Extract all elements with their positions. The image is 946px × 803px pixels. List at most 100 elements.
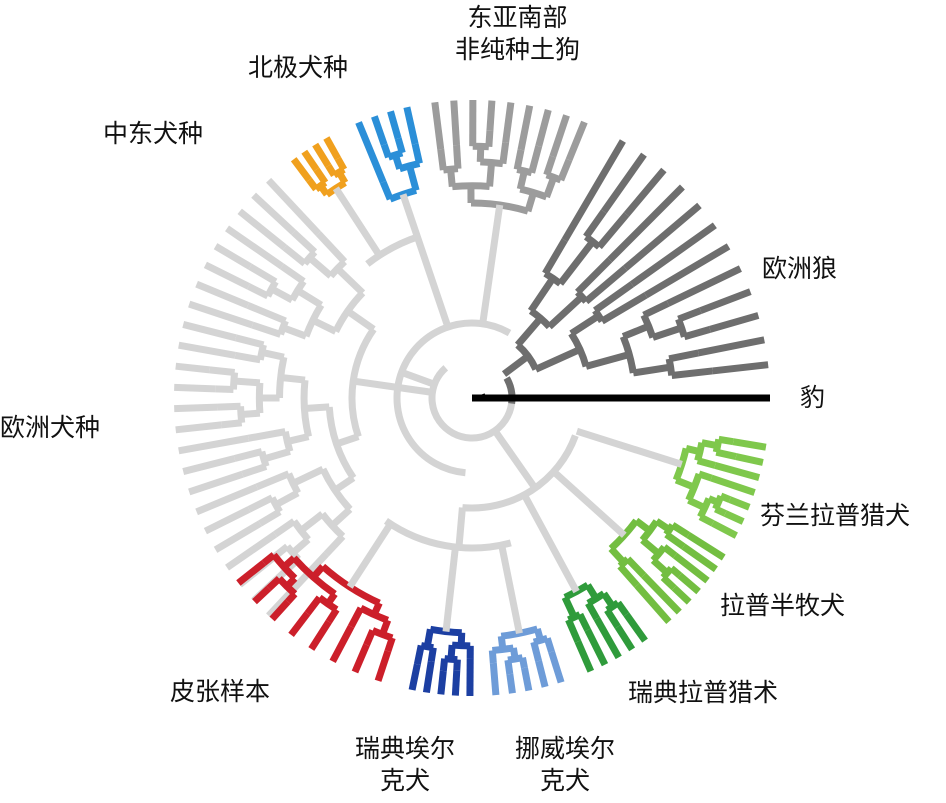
leaf-branch (450, 100, 461, 146)
leaf-branch (323, 136, 341, 161)
branch (634, 517, 652, 534)
backbone-branch (492, 428, 538, 491)
branch (534, 346, 582, 373)
clade-stem-wolf (501, 353, 531, 377)
leaf-branch (175, 421, 222, 434)
leaf-branch (723, 510, 745, 525)
branch (546, 294, 585, 330)
label-norwegian-elk-line1: 挪威埃尔 (515, 734, 616, 763)
branch (380, 143, 392, 159)
branch (273, 518, 297, 538)
branch (247, 283, 270, 300)
leaf-branch (437, 670, 447, 695)
branch (304, 595, 323, 616)
label-lapp-herder: 拉普半牧犬 (720, 591, 846, 620)
branch (274, 489, 300, 508)
leaf-branch (728, 496, 751, 511)
branch (457, 632, 466, 646)
branch (596, 212, 630, 250)
branch (714, 505, 727, 517)
clade-arc (420, 642, 434, 652)
backbone-branch (400, 369, 436, 388)
clade-arc (694, 441, 706, 462)
clade-arc (325, 406, 357, 480)
leaf-branch (371, 115, 388, 146)
branch (486, 162, 496, 187)
branch (497, 635, 507, 650)
branch (298, 511, 325, 534)
leaf-branch (711, 520, 738, 539)
branch (642, 300, 670, 319)
branch (333, 474, 356, 494)
leaf-branch (188, 470, 244, 496)
clade-arc (277, 319, 289, 336)
clade-arc (451, 182, 490, 191)
branch (233, 377, 261, 387)
branch (542, 238, 568, 276)
branch (662, 544, 678, 559)
backbone-branch (455, 507, 466, 548)
leaf-branch (623, 167, 667, 217)
clade-arc (328, 259, 348, 279)
leaf-branch (308, 619, 332, 651)
leaf-branch (182, 455, 236, 475)
clade-arc (480, 158, 504, 168)
leaf-branch (686, 532, 726, 561)
leaf-branch (387, 110, 402, 140)
branch (617, 563, 640, 588)
clade-arc (528, 307, 552, 330)
leaf-branch (574, 640, 595, 673)
clade-arc (685, 472, 703, 502)
label-norwegian-elk: 挪威埃尔 克犬 (515, 733, 615, 797)
leaf-branch (290, 157, 312, 183)
clade-arc (281, 430, 294, 453)
leaf-branch (174, 403, 218, 413)
branch (260, 348, 285, 361)
clade-stem-pelt (346, 522, 394, 589)
leaf-branch (269, 599, 291, 622)
branch (247, 494, 274, 513)
branch (241, 463, 268, 478)
label-arctic: 北极犬种 (248, 53, 349, 82)
leaf-branch (709, 312, 760, 333)
branch (295, 287, 324, 309)
clade-stem-lapp_herder (551, 469, 627, 538)
label-mideast: 中东犬种 (103, 119, 204, 148)
branch (565, 618, 582, 643)
leaf-branch (549, 114, 570, 158)
clade-arc (563, 582, 590, 601)
leaf-branch (301, 149, 320, 172)
branch (557, 158, 573, 182)
branch (266, 575, 282, 591)
leaf-branch (213, 520, 262, 553)
label-pelt: 皮张样本 (170, 677, 271, 706)
leaf-branch (666, 265, 742, 307)
branch (406, 164, 420, 192)
label-swedish-elk-line1: 瑞典埃尔 (355, 734, 456, 763)
clade-arc (300, 379, 312, 438)
leaf-branch (634, 583, 672, 624)
leaf-branch (623, 202, 702, 271)
leaf-branch (677, 572, 701, 595)
branch (530, 641, 542, 662)
branch (585, 351, 631, 370)
clade-stem-europe (352, 377, 433, 396)
branch (575, 257, 613, 295)
clade-arc (660, 565, 674, 580)
leaf-branch (600, 152, 647, 214)
branch (674, 476, 696, 491)
branch (516, 170, 528, 190)
leaf-branch (593, 616, 622, 660)
leaf-branch (329, 624, 355, 664)
clade-arc (264, 279, 279, 298)
leaf-branch (584, 628, 609, 667)
branch (269, 285, 294, 304)
branch (654, 518, 672, 533)
leaf-branch (561, 139, 626, 242)
branch (291, 229, 318, 255)
branch (625, 556, 647, 578)
branch (291, 466, 325, 487)
leaf-branch (535, 660, 549, 688)
clade-stem-swedish_elk (442, 546, 459, 632)
